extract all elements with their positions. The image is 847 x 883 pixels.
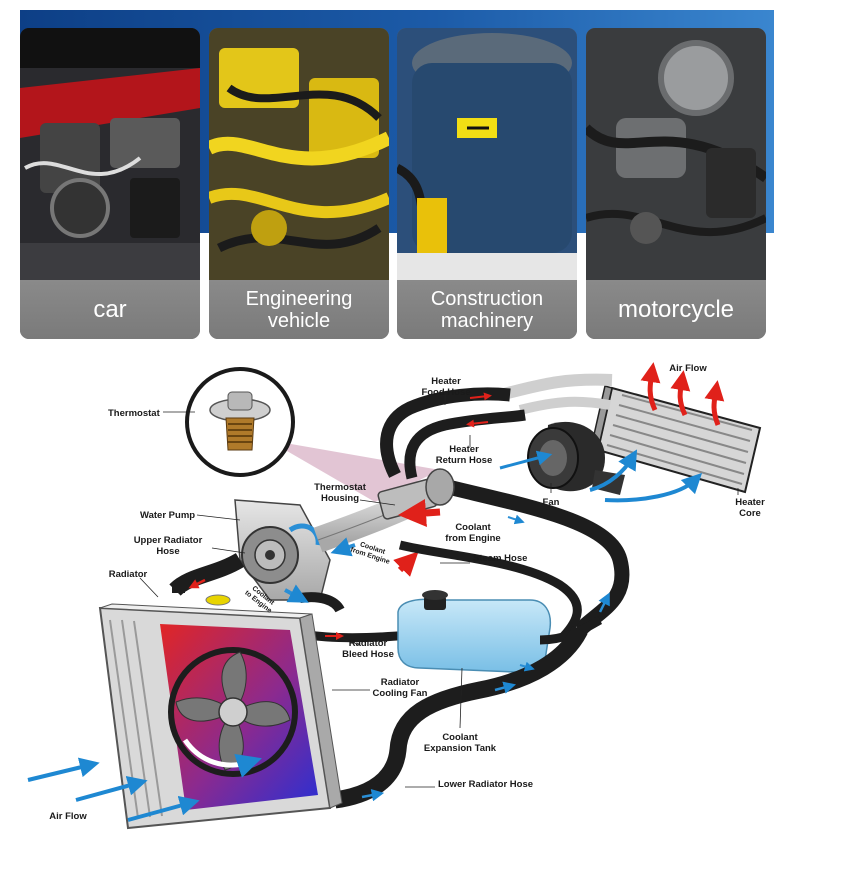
air-flow-arrows-left (27, 757, 200, 822)
label-line: Expansion Tank (424, 743, 497, 754)
application-tile-construction-machinery[interactable]: Construction machinery (397, 28, 577, 339)
coolant-expansion-tank (397, 590, 552, 673)
label-radiator: Radiator (109, 569, 148, 580)
heater-return-hose (404, 409, 526, 480)
label-water-pump: Water Pump (140, 510, 195, 521)
heater-fan (527, 421, 625, 495)
label-line: Cooling Fan (373, 688, 428, 699)
label-line: from Engine (445, 533, 500, 544)
label-line: Lower Radiator Hose (438, 779, 533, 790)
label-line: Radiator (381, 677, 420, 688)
tile-caption: car (20, 280, 200, 339)
label-line: Heater (431, 376, 461, 387)
label-line: Coolant (455, 522, 491, 533)
label-line: Housing (321, 493, 359, 504)
label-line: Upper Radiator (134, 535, 203, 546)
label-line: Thermostat (108, 408, 161, 419)
coolant-from-engine-arrow (398, 499, 441, 527)
application-tile-engineering-vehicle[interactable]: Engineering vehicle (209, 28, 389, 339)
label-line: Hose (156, 546, 179, 557)
label-coolant-from-engine-small: Coolantfrom Engine (349, 539, 393, 566)
tile-caption: Construction machinery (397, 280, 577, 339)
upper-radiator-hose (169, 553, 245, 597)
label-line: Radiator (109, 569, 148, 580)
label-line: Food Hose (421, 387, 470, 398)
tile-caption: Engineering vehicle (209, 280, 389, 339)
label-line: Heater (449, 444, 479, 455)
application-tile-motorcycle[interactable]: motorcycle (586, 28, 766, 339)
application-tile-car[interactable]: car (20, 28, 200, 339)
label-air-flow-top: Air Flow (669, 363, 707, 374)
label-line: Air Flow (49, 811, 87, 822)
label-lower-radiator-hose: Lower Radiator Hose (438, 779, 533, 790)
thermostat-part (209, 391, 271, 451)
thermostat-callout-beam (268, 440, 440, 502)
steam-hose (398, 540, 582, 644)
heater-pipe-lower (518, 396, 611, 415)
heater-pipe-upper (498, 373, 613, 401)
label-air-flow-bottom: Air Flow (49, 811, 87, 822)
label-line: Radiator (349, 638, 388, 649)
tile-caption: motorcycle (586, 280, 766, 339)
label-line: Core (739, 508, 761, 519)
label-line: Steam Hose (473, 553, 527, 564)
label-line: Return Hose (436, 455, 492, 466)
heater-food-hose (380, 387, 511, 478)
label-line: Fan (543, 497, 560, 508)
engineering-vehicle-photo (209, 28, 389, 280)
label-line: Coolant (442, 732, 478, 743)
lower-radiator-hose (333, 625, 588, 809)
label-thermostat: Thermostat (108, 408, 161, 419)
construction-machinery-photo (397, 28, 577, 280)
water-pump (234, 499, 331, 601)
car-engine-photo (20, 28, 200, 280)
leader-lines (139, 395, 739, 788)
air-flow-arrows-heater (499, 362, 725, 503)
label-line: Thermostat (314, 482, 367, 493)
label-line: Water Pump (140, 510, 195, 521)
label-line: Heater (735, 497, 765, 508)
motorcycle-engine-photo (586, 28, 766, 280)
label-line: Air Flow (669, 363, 707, 374)
label-line: Bleed Hose (342, 649, 394, 660)
heater-return-line (438, 477, 630, 636)
label-steam-hose: Steam Hose (473, 553, 527, 564)
radiator-cooling-fan (168, 647, 298, 778)
label-fan: Fan (543, 497, 560, 508)
